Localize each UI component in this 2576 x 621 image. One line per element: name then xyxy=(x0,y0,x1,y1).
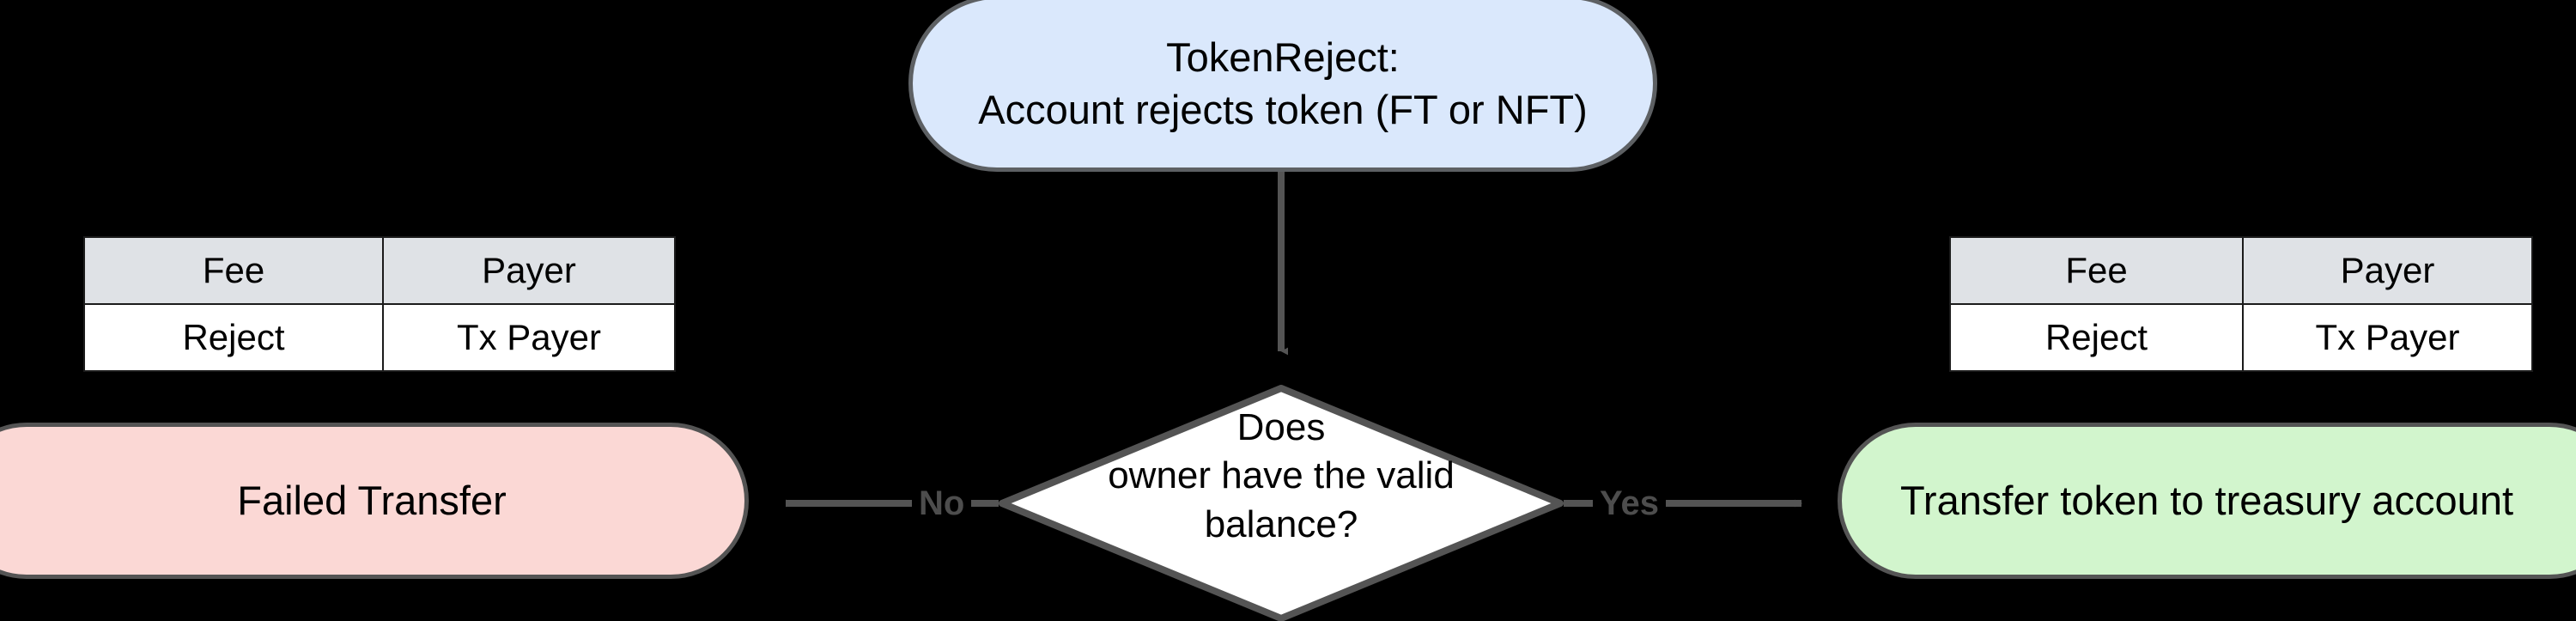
table-row: Reject Tx Payer xyxy=(83,303,676,372)
table-header-payer: Payer xyxy=(2242,236,2533,305)
node-failed-transfer[interactable]: Failed Transfer xyxy=(0,423,749,579)
node-decision-valid-balance[interactable]: Does owner have the valid balance? xyxy=(999,385,1564,621)
edge-label-yes: Yes xyxy=(1593,486,1666,521)
fee-table-left: Fee Payer Reject Tx Payer xyxy=(83,236,676,372)
table-cell-payer: Tx Payer xyxy=(2242,303,2533,372)
table-header-fee: Fee xyxy=(83,236,384,305)
table-cell-payer: Tx Payer xyxy=(382,303,676,372)
table-header-payer: Payer xyxy=(382,236,676,305)
node-transfer-token-to-treasury-account[interactable]: Transfer token to treasury account xyxy=(1838,423,2576,579)
edge-label-no: No xyxy=(912,486,972,521)
table-header-row: Fee Payer xyxy=(83,236,676,305)
table-cell-fee: Reject xyxy=(83,303,384,372)
table-row: Reject Tx Payer xyxy=(1949,303,2533,372)
node-token-reject[interactable]: TokenReject: Account rejects token (FT o… xyxy=(908,0,1657,172)
fee-table-right: Fee Payer Reject Tx Payer xyxy=(1949,236,2533,372)
table-header-row: Fee Payer xyxy=(1949,236,2533,305)
table-header-fee: Fee xyxy=(1949,236,2244,305)
diamond-shape xyxy=(999,385,1564,621)
table-cell-fee: Reject xyxy=(1949,303,2244,372)
